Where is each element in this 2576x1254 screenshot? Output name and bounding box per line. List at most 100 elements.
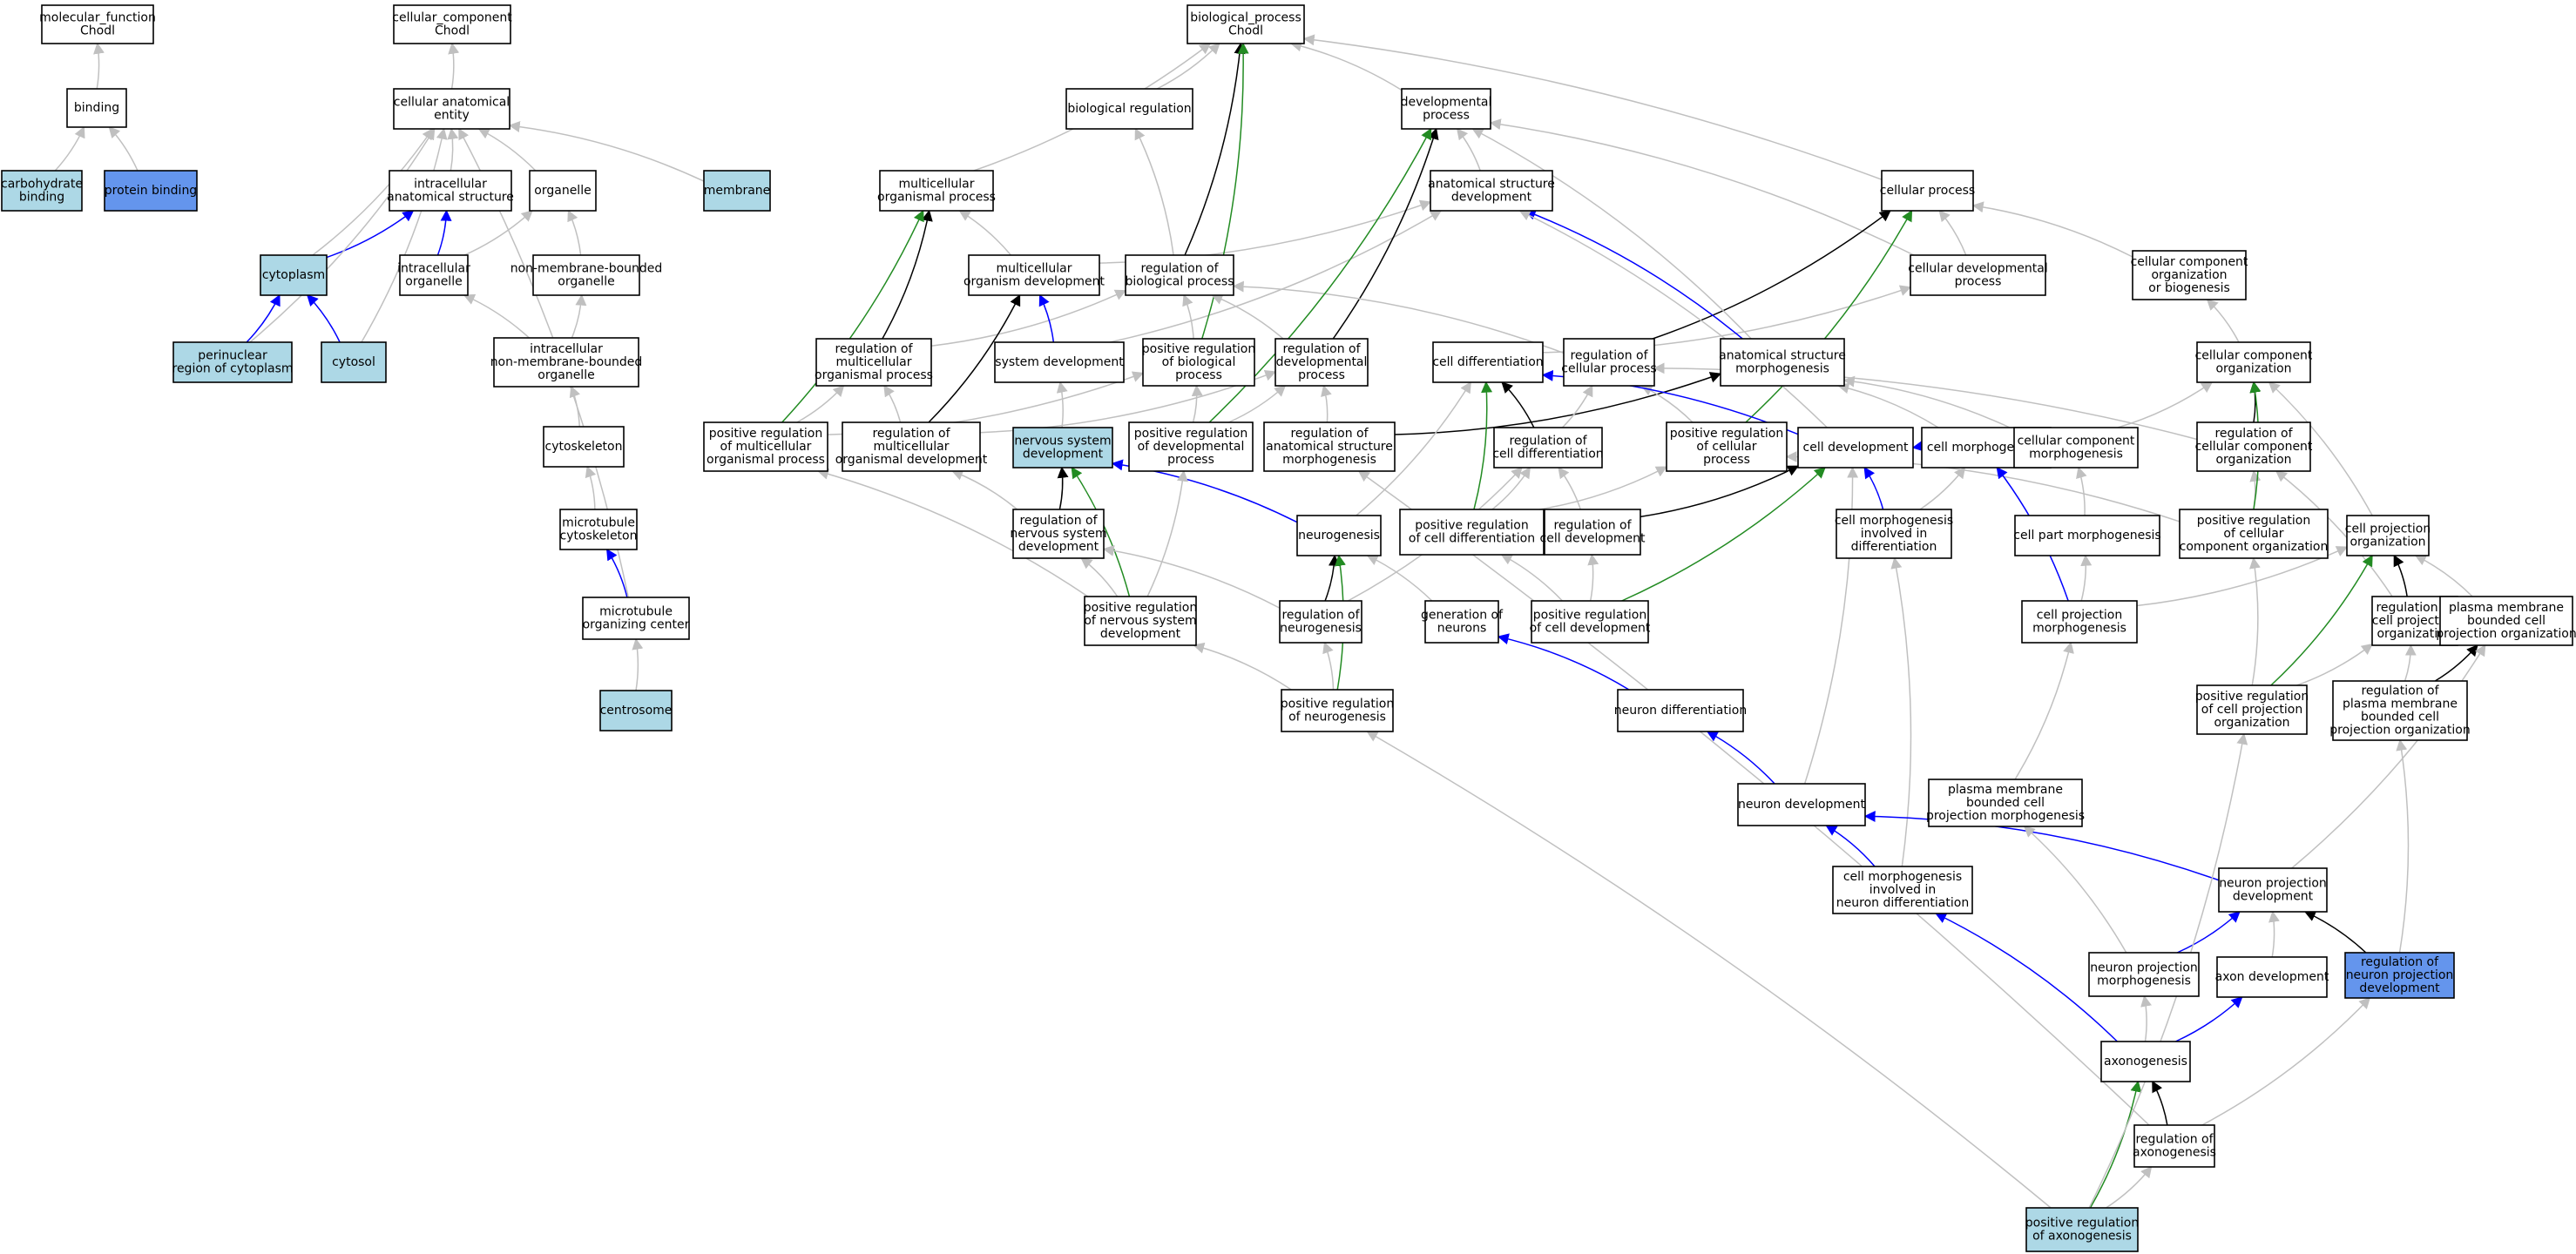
node-cell-proc[interactable]: cellular process [1880, 170, 1975, 212]
node-label: bounded cell [2361, 711, 2439, 725]
edge-is-a-reg-nsd-to-reg-mod [951, 469, 1018, 510]
node-neuron-diff[interactable]: neuron differentiation [1614, 689, 1747, 732]
node-neuron-dev[interactable]: neuron development [1737, 783, 1866, 826]
node-neurogenesis[interactable]: neurogenesis [1296, 515, 1382, 556]
node-bio-reg[interactable]: biological regulation [1065, 88, 1193, 130]
node-binding[interactable]: binding [66, 88, 127, 128]
edge-part-of-neurogenesis-to-nsd [1111, 459, 1298, 523]
node-box [1399, 509, 1545, 556]
node-label: neuron differentiation [1836, 896, 1969, 910]
node-label: of developmental [1138, 440, 1245, 454]
node-axonogenesis[interactable]: axonogenesis [2100, 1041, 2191, 1082]
node-box [1836, 509, 1952, 559]
node-cytosol[interactable]: cytosol [321, 341, 387, 383]
node-label: regulation of [2376, 601, 2454, 615]
node-box [1910, 254, 2046, 296]
edge-regulates-reg-cp-to-cell-proc [1652, 210, 1891, 340]
node-membrane[interactable]: membrane [703, 170, 771, 212]
node-cell-diff[interactable]: cell differentiation [1432, 341, 1544, 383]
node-label: axonogenesis [2133, 1146, 2216, 1160]
node-cytoskeleton[interactable]: cytoskeleton [543, 426, 625, 468]
node-label: neurons [1437, 622, 1487, 636]
node-axon-dev[interactable]: axon development [2215, 956, 2329, 998]
node-label: process [1703, 453, 1750, 467]
node-label: multicellular [874, 440, 950, 454]
node-centrosome[interactable]: centrosome [599, 690, 673, 732]
edge-is-a-npd-to-pmbcpo [2291, 644, 2486, 869]
node-label: positive regulation [1670, 427, 1783, 441]
node-cytoplasm[interactable]: cytoplasm [260, 254, 328, 296]
edge-is-a-mod-to-asd [1099, 199, 1432, 264]
node-sys-dev[interactable]: system development [994, 341, 1125, 383]
node-organelle[interactable]: organelle [529, 170, 597, 212]
node-cpm[interactable]: cell part morphogenesis [2013, 515, 2161, 556]
node-cell-dev[interactable]: cell development [1797, 427, 1914, 469]
node-protein-binding[interactable]: protein binding [104, 170, 198, 212]
node-label: cell part morphogenesis [2013, 529, 2160, 543]
node-box [1125, 254, 1234, 296]
node-label: biological_process [1190, 11, 1302, 25]
edge-is-a-asd-to-dev-proc [1456, 127, 1481, 172]
node-inmbo[interactable]: intracellularnon-membrane-boundedorganel… [490, 337, 643, 388]
node-label: cytoskeleton [545, 440, 623, 454]
edge-is-a-pos-reg-cpo-to-reg-cpo [2296, 643, 2374, 686]
node-label: positive regulation [1415, 519, 1528, 533]
